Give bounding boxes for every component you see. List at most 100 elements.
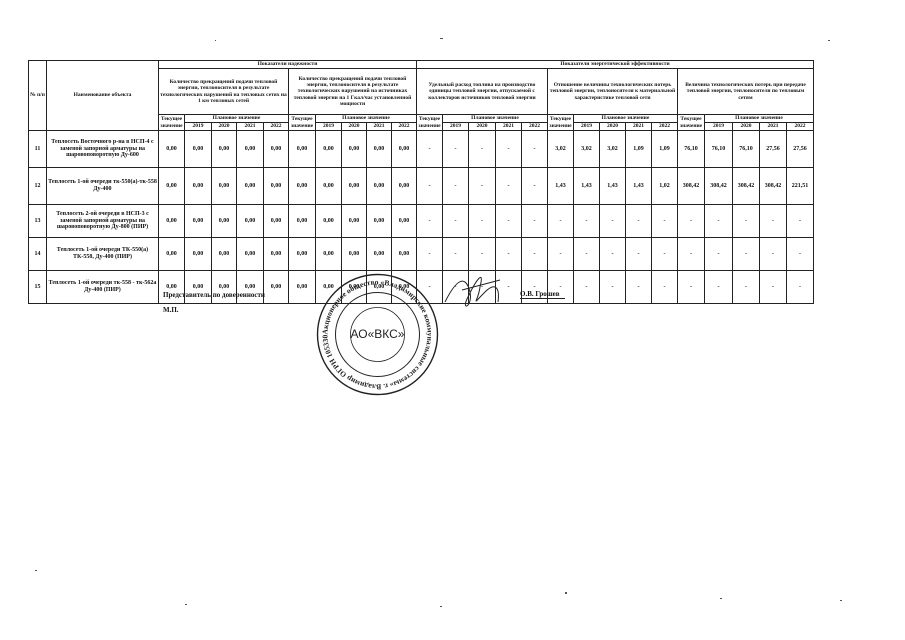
value-cell: 0,00 [391,130,417,168]
value-cell: 0,00 [158,237,185,271]
value-cell: 1,43 [547,167,574,205]
value-cell: - [442,237,469,271]
value-cell: - [732,204,760,238]
handwritten-signature [444,276,501,307]
value-cell: 221,51 [786,167,814,205]
year-header: 2021 [236,122,264,131]
value-cell: 0,00 [341,167,367,205]
year-header: 2020 [732,122,760,131]
value-cell: 27,56 [786,130,814,168]
value-cell: - [786,204,814,238]
value-cell: - [573,237,600,271]
value-cell: 0,00 [184,167,212,205]
value-cell: 0,00 [211,167,237,205]
group-efficiency-header: Показатели энергетической эффективности [416,60,814,69]
value-cell: - [416,167,443,205]
scan-speck [440,38,443,39]
value-cell: - [786,270,814,304]
value-cell: - [704,270,733,304]
value-cell: - [416,204,443,238]
value-cell: - [495,167,522,205]
row-number: 13 [28,204,47,238]
value-cell: 0,00 [391,204,417,238]
value-cell: 0,00 [366,237,392,271]
scan-speck [35,570,37,571]
value-cell: 0,00 [288,270,316,304]
value-cell: - [732,237,760,271]
value-cell: 0,00 [341,270,367,304]
year-header: 2021 [759,122,787,131]
value-cell: - [521,237,548,271]
planned-value-header: Плановое значение [315,114,417,123]
value-cell: - [521,130,548,168]
value-cell: 0,00 [211,237,237,271]
value-cell: - [704,204,733,238]
value-cell: - [573,204,600,238]
value-cell: 1,43 [573,167,600,205]
year-header: 2022 [521,122,548,131]
value-cell: 0,00 [288,167,316,205]
current-value-header: Текущее значение [158,114,185,131]
value-cell: - [651,237,678,271]
row-number: 12 [28,167,47,205]
value-cell: 0,00 [211,130,237,168]
value-cell: - [677,270,705,304]
group-reliability-header: Показатели надежности [158,60,417,69]
value-cell: - [416,130,443,168]
value-cell: 0,00 [236,167,264,205]
representative-label: Представитель по доверенности [163,291,265,299]
value-cell: 1,43 [599,167,626,205]
value-cell: 0,00 [184,270,212,304]
current-value-header: Текущее значение [677,114,705,131]
value-cell: 0,00 [391,237,417,271]
value-cell: - [495,130,522,168]
value-cell: 0,00 [158,130,185,168]
object-name: Теплосеть 1-ой очереди ТК-550(а) ТК-558,… [46,237,159,271]
value-cell: - [468,167,496,205]
value-cell: 0,00 [263,270,289,304]
signer-name: О.В. Грошев [520,290,565,299]
value-cell: 0,00 [315,167,342,205]
scan-speck [828,40,830,41]
value-cell: 0,00 [341,204,367,238]
indicators-table: № п/п Наименование объекта Показатели на… [28,60,814,304]
value-cell: - [759,270,787,304]
value-cell: - [521,204,548,238]
row-number: 11 [28,130,47,168]
col-name-header: Наименование объекта [46,60,159,131]
value-cell: 76,10 [704,130,733,168]
year-header: 2022 [391,122,417,131]
indicator-2-header: Количество прекращений подачи тепловой э… [288,68,417,115]
planned-value-header: Плановое значение [704,114,814,123]
value-cell: 0,00 [391,167,417,205]
value-cell: 0,00 [315,270,342,304]
value-cell: - [442,167,469,205]
year-header: 2019 [184,122,212,131]
value-cell: 27,56 [759,130,787,168]
object-name: Теплосеть Восточного р-на в НСП-4 с заме… [46,130,159,168]
scan-speck [440,606,442,607]
planned-value-header: Плановое значение [573,114,678,123]
value-cell: - [732,270,760,304]
year-header: 2020 [468,122,496,131]
value-cell: - [547,204,574,238]
value-cell: 76,10 [732,130,760,168]
value-cell: 76,10 [677,130,705,168]
value-cell: - [651,270,678,304]
object-name: Теплосеть 1-ой очереди тк-558 - тк-562а … [46,270,159,304]
year-header: 2022 [651,122,678,131]
value-cell: - [599,204,626,238]
value-cell: 0,00 [236,270,264,304]
value-cell: 0,00 [341,237,367,271]
indicator-5-header: Величина технологических потерь при пере… [677,68,814,115]
value-cell: - [442,270,469,304]
value-cell: - [759,204,787,238]
value-cell: 0,00 [236,237,264,271]
value-cell: - [625,204,652,238]
value-cell: - [442,130,469,168]
year-header: 2019 [573,122,600,131]
indicator-4-header: Отношение величины технологических потер… [547,68,678,115]
